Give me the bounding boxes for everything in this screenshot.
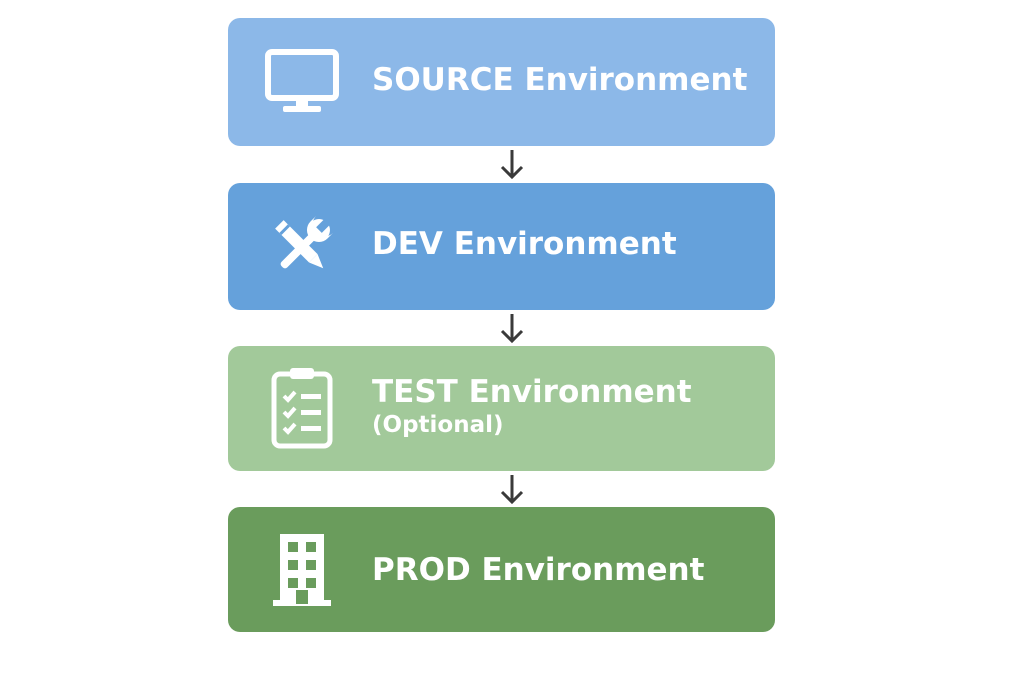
building-icon bbox=[262, 529, 342, 609]
prod-environment-box: PROD Environment bbox=[228, 507, 775, 632]
arrow-down-icon bbox=[500, 314, 524, 344]
dev-environment-label: DEV Environment bbox=[372, 226, 677, 262]
source-environment-box: SOURCE Environment bbox=[228, 18, 775, 146]
clipboard-checklist-icon bbox=[262, 366, 342, 450]
monitor-icon bbox=[262, 46, 342, 118]
wrench-pencil-icon bbox=[262, 211, 342, 283]
arrow-down-icon bbox=[500, 150, 524, 180]
prod-environment-label: PROD Environment bbox=[372, 552, 705, 588]
arrow-down-icon bbox=[500, 475, 524, 505]
test-environment-optional-note: (Optional) bbox=[372, 412, 504, 438]
test-environment-label: TEST Environment bbox=[372, 374, 692, 410]
test-environment-box: TEST Environment (Optional) bbox=[228, 346, 775, 471]
source-environment-label: SOURCE Environment bbox=[372, 62, 748, 98]
dev-environment-box: DEV Environment bbox=[228, 183, 775, 310]
